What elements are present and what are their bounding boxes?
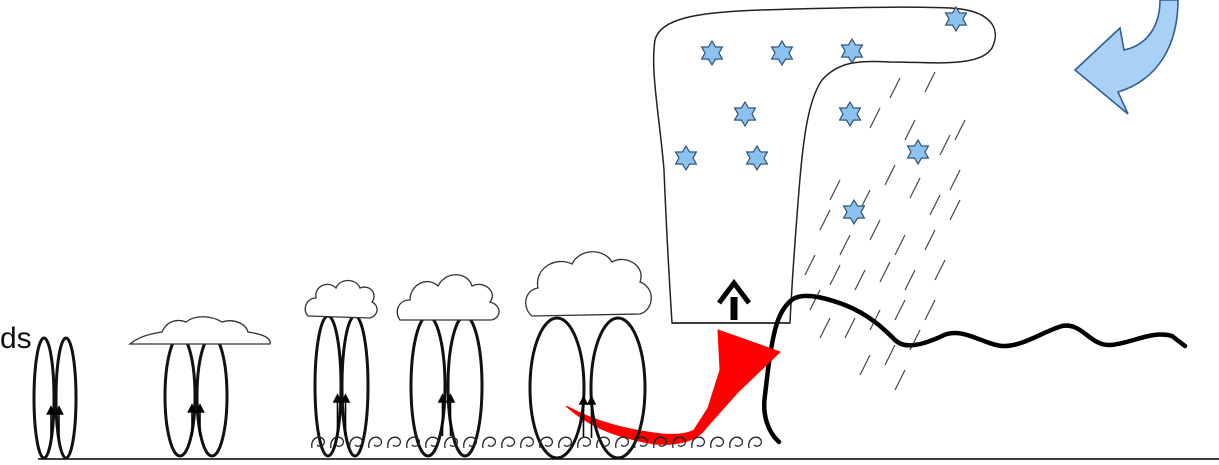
- rain-streak: [880, 262, 890, 282]
- hexagonal-star-icon: [840, 102, 861, 126]
- gust-front-line: [764, 296, 1185, 442]
- eddy-curl: [521, 437, 534, 448]
- rain-streak: [830, 265, 840, 285]
- rain-streak: [820, 210, 830, 230]
- rain-streak: [855, 270, 865, 290]
- vortex-loop: [56, 338, 76, 458]
- hexagonal-star-icon: [702, 41, 723, 65]
- rain-streak: [830, 180, 840, 200]
- eddy-curl: [692, 437, 705, 448]
- rain-streak: [870, 108, 880, 128]
- eddy-curl: [711, 437, 724, 448]
- hexagonal-star-icon: [908, 140, 929, 164]
- hexagonal-star-icon: [735, 102, 756, 126]
- rain-streak: [870, 220, 880, 240]
- rain-streak: [910, 178, 920, 198]
- surface-eddies: [312, 437, 762, 448]
- large-cloud: [526, 252, 652, 316]
- rain-streak: [810, 290, 820, 310]
- eddy-curl: [502, 437, 515, 448]
- medium-cloud: [397, 275, 499, 320]
- hexagonal-star-icon: [676, 146, 697, 170]
- hexagonal-star-icon: [946, 7, 967, 31]
- curved-arrow-icon: [1075, 0, 1178, 114]
- vortex-loop: [411, 316, 445, 456]
- eddy-curl: [578, 437, 591, 448]
- hexagonal-star-icon: [844, 200, 865, 224]
- inflow-arrow: [566, 330, 780, 444]
- rain-streak: [860, 355, 870, 375]
- rain-streak: [950, 170, 960, 190]
- rain-streaks: [805, 72, 965, 390]
- vortex-loop: [448, 316, 482, 456]
- eddy-curl: [749, 437, 762, 448]
- vortex-pairs: [34, 316, 645, 458]
- rain-streak: [940, 135, 950, 155]
- rain-streak: [805, 255, 815, 275]
- eddy-curl: [616, 437, 629, 448]
- eddy-curl: [597, 437, 610, 448]
- rain-streak: [885, 165, 895, 185]
- eddy-curl: [730, 437, 743, 448]
- eddy-curl: [559, 437, 572, 448]
- rain-streak: [950, 200, 960, 220]
- flat-cloud: [130, 317, 270, 344]
- vortex-loop: [197, 336, 227, 456]
- rain-streak: [890, 78, 900, 98]
- ice-crystals: [676, 7, 967, 224]
- rain-streak: [925, 230, 935, 250]
- rain-streak: [895, 300, 905, 320]
- rain-streak: [955, 120, 965, 140]
- rain-streak: [925, 72, 935, 92]
- small-cloud: [305, 281, 377, 319]
- rain-streak: [905, 270, 915, 290]
- eddy-curl: [369, 437, 382, 448]
- hexagonal-star-icon: [842, 39, 863, 63]
- up-arrow-icon: [719, 283, 749, 320]
- rain-streak: [885, 345, 895, 365]
- vortex-loop: [165, 336, 195, 456]
- vortex-loop: [591, 318, 645, 458]
- rain-streak: [925, 300, 935, 320]
- vortex-loop: [34, 338, 54, 458]
- rain-streak: [905, 120, 915, 140]
- rain-streak: [845, 318, 855, 338]
- eddy-curl: [388, 437, 401, 448]
- rain-streak: [895, 370, 905, 390]
- rain-streak: [895, 235, 905, 255]
- rain-streak: [820, 318, 830, 338]
- hexagonal-star-icon: [747, 146, 768, 170]
- rain-streak: [930, 195, 940, 215]
- eddy-curl: [483, 437, 496, 448]
- hexagonal-star-icon: [772, 41, 793, 65]
- rain-streak: [935, 260, 945, 280]
- vortex-loop: [530, 318, 584, 458]
- rain-streak: [840, 235, 850, 255]
